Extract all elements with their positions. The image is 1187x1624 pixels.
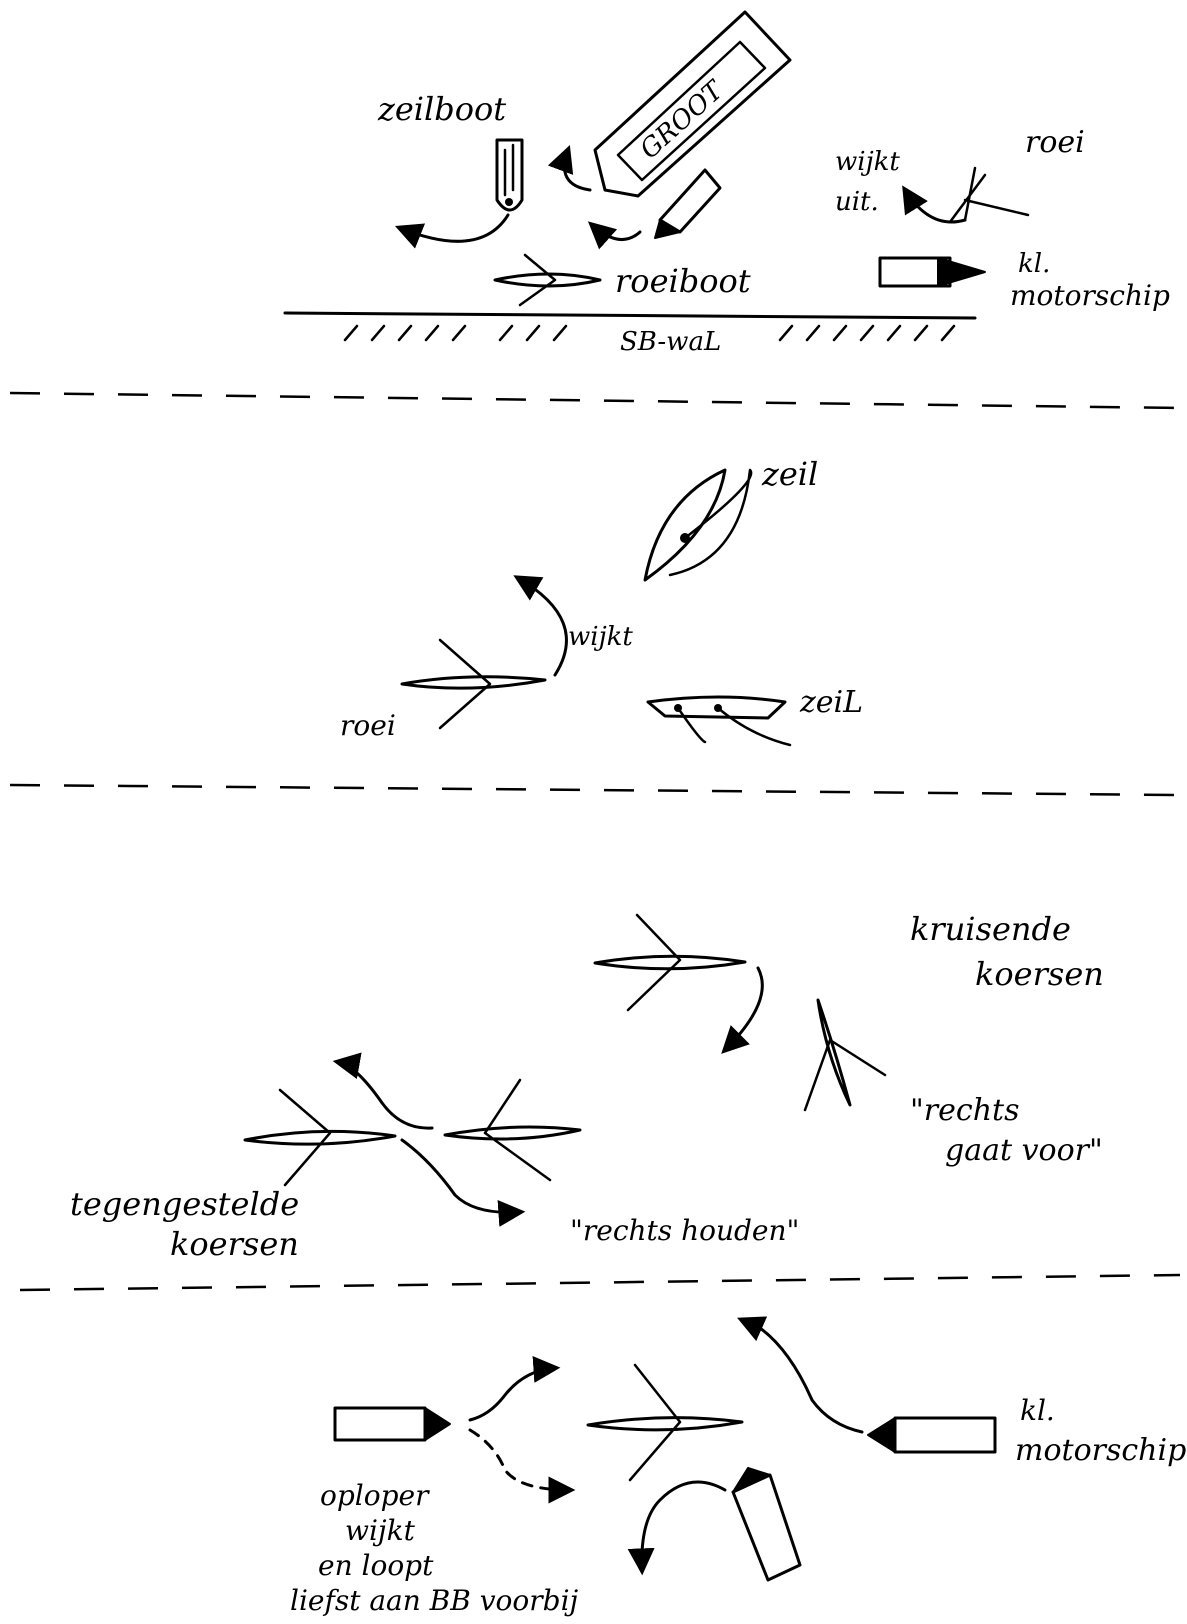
keep-right-label: "rechts houden" xyxy=(570,1214,799,1247)
center-rowboat-icon xyxy=(586,1363,744,1482)
crossing-boat-1-arrow xyxy=(721,966,764,1054)
crossing-boat-2-icon xyxy=(803,998,887,1112)
small-boat-icon xyxy=(654,168,722,239)
opposite-boat-2-icon xyxy=(443,1078,582,1182)
small-boat-arrow xyxy=(587,221,642,250)
overtaker-dashed-arrow xyxy=(468,1428,576,1504)
crossing-boat-1-icon xyxy=(593,913,747,1012)
overtaker-line-4: liefst aan BB voorbij xyxy=(290,1584,579,1617)
rowboat-label: roeiboot xyxy=(615,262,751,300)
rowing-boat-icon xyxy=(948,166,1030,224)
starboard-bank: SB-waL xyxy=(283,311,977,357)
small-motorship-label-1: kl. xyxy=(1018,249,1050,279)
overtaker-solid-arrow xyxy=(468,1355,561,1422)
opposite-boat-1-icon xyxy=(243,1088,397,1187)
big-ship-arrow xyxy=(547,144,592,192)
small-motorship-label-2: motorschip xyxy=(1010,279,1170,312)
panel-4: kl. motorschip oploper wijkt en loopt li… xyxy=(290,1316,1186,1617)
small-boat-2-icon xyxy=(731,1467,802,1582)
crossing-label-2: koersen xyxy=(975,955,1104,993)
sailboat-top-icon xyxy=(643,468,753,582)
overtaker-line-2: wijkt xyxy=(345,1514,416,1547)
small-boat-2-arrow xyxy=(627,1480,727,1576)
overtaker-boat-icon xyxy=(333,1406,451,1442)
big-ship-icon: GROOT xyxy=(593,10,792,198)
rowing-label: roei xyxy=(340,709,396,742)
panel-1: SB-waL zeilboot GROOT roeiboot xyxy=(283,10,1170,357)
sailboat-bottom-icon xyxy=(646,695,792,747)
opposite-label-1: tegengestelde xyxy=(70,1185,299,1223)
gives-way-arrow xyxy=(513,575,568,677)
opposite-label-2: koersen xyxy=(170,1225,299,1263)
sailboat-turn-arrow xyxy=(394,213,510,249)
small-motorship-icon xyxy=(878,256,986,288)
rowing-gives-way-arrow xyxy=(902,185,967,224)
gives-way-label-2: uit. xyxy=(835,187,879,217)
right-first-label-2: gaat voor" xyxy=(945,1133,1103,1168)
divider-1 xyxy=(9,391,1181,410)
rowboat-icon xyxy=(493,253,602,307)
opposite-boat-2-arrow xyxy=(332,1052,434,1130)
bank-label: SB-waL xyxy=(620,327,721,357)
big-ship-label: GROOT xyxy=(635,75,731,166)
overtaker-line-1: oploper xyxy=(320,1479,430,1512)
sailboat-label: zeilboot xyxy=(377,90,506,128)
small-motorship-2-icon xyxy=(867,1416,997,1454)
panel-2: zeil roei wijkt zeiL xyxy=(340,455,863,747)
overtaker-line-3: en loopt xyxy=(318,1549,434,1582)
gives-way-label: wijkt xyxy=(568,622,633,652)
sail-top-label: zeil xyxy=(761,455,818,493)
rowing-label: roei xyxy=(1025,125,1085,160)
small-motorship-2-arrow xyxy=(737,1316,864,1434)
opposite-boat-1-arrow xyxy=(400,1138,526,1227)
sailboat-icon xyxy=(495,138,524,212)
small-motorship-2-label-1: kl. xyxy=(1020,1394,1055,1427)
panel-3: kruisende koersen "rechts gaat voor" teg… xyxy=(70,910,1104,1263)
sail-bottom-label: zeiL xyxy=(799,685,863,720)
divider-3 xyxy=(19,1273,1181,1292)
crossing-label-1: kruisende xyxy=(910,910,1071,948)
gives-way-label-1: wijkt xyxy=(835,147,900,177)
small-motorship-2-label-2: motorschip xyxy=(1015,1433,1186,1468)
divider-2 xyxy=(9,783,1181,797)
rowing-boat-2-icon xyxy=(400,638,547,730)
right-first-label-1: "rechts xyxy=(910,1093,1019,1128)
